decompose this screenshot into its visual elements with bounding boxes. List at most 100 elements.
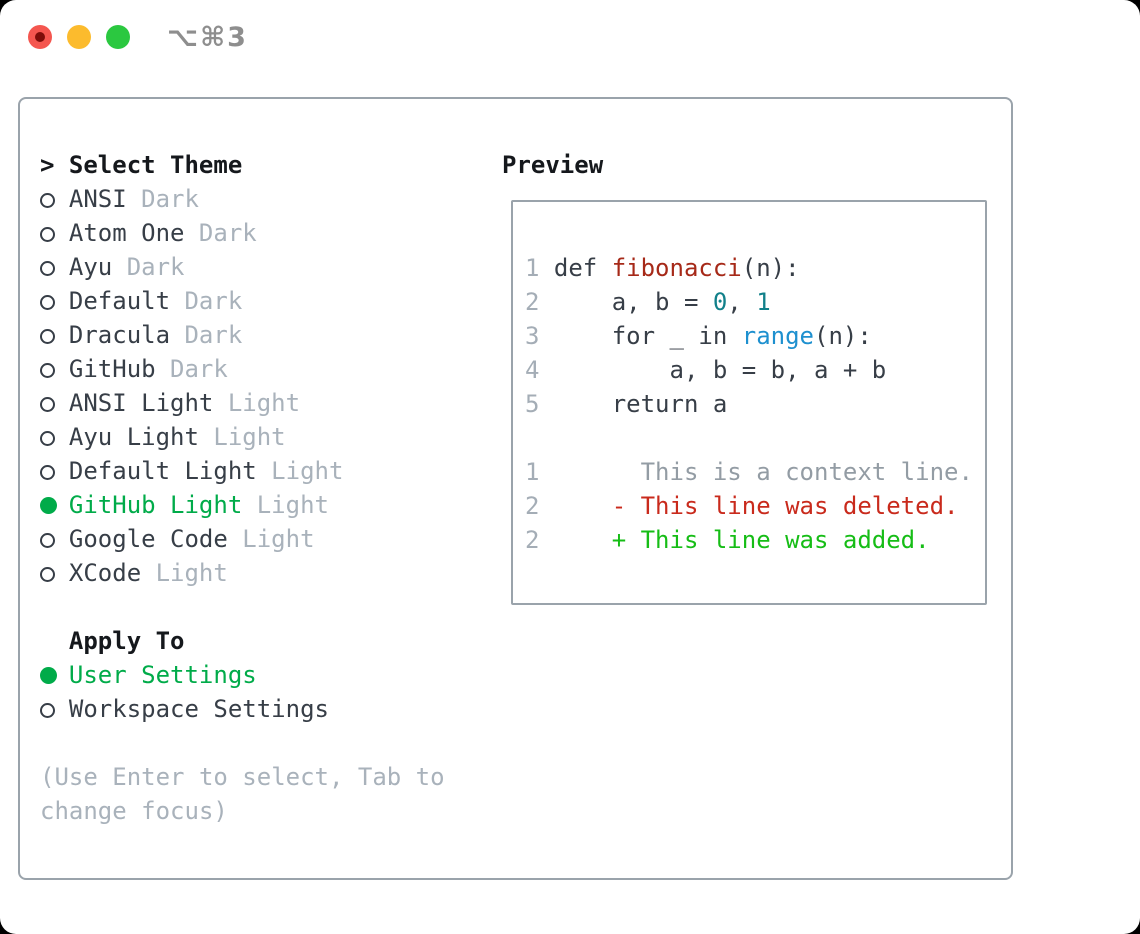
theme-option[interactable]: GitHub Dark [40, 352, 490, 386]
zoom-button[interactable] [106, 25, 130, 49]
code-line: 2 + This line was added. [525, 523, 985, 557]
line-number: 1 [525, 458, 540, 486]
code-line: 4 a, b = b, a + b [525, 353, 985, 387]
minimize-button[interactable] [67, 25, 91, 49]
theme-variant: Dark [170, 355, 228, 383]
theme-variant: Light [155, 559, 228, 587]
code-line: 2 - This line was deleted. [525, 489, 985, 523]
line-number: 1 [525, 254, 540, 282]
theme-variant: Light [242, 525, 315, 553]
code-segment: return a [539, 390, 728, 418]
radio-icon [40, 284, 69, 318]
theme-option[interactable]: Default Dark [40, 284, 490, 318]
code-line: 5 return a [525, 387, 985, 421]
theme-variant: Dark [141, 185, 199, 213]
theme-option[interactable]: ANSI Dark [40, 182, 490, 216]
radio-icon [40, 522, 69, 556]
theme-option[interactable]: Dracula Dark [40, 318, 490, 352]
radio-icon [40, 692, 69, 726]
radio-icon [40, 488, 69, 522]
code-segment: (n): [814, 322, 872, 350]
preview-title: Preview [502, 151, 604, 179]
theme-name: Dracula [68, 321, 171, 349]
radio-icon [40, 658, 69, 692]
radio-icon [40, 352, 69, 386]
code-segment: This is a context line. [539, 458, 973, 486]
radio-icon [40, 454, 69, 488]
preview-pane: Preview 1 def fibonacci(n):2 a, b = 0, 1… [502, 148, 990, 605]
code-segment: a, b = b, a + b [539, 356, 887, 384]
record-dot-icon [35, 32, 45, 42]
apply-to-option[interactable]: Workspace Settings [40, 692, 490, 726]
help-text: (Use Enter to select, Tab to change focu… [40, 763, 445, 825]
apply-to-title: Apply To [68, 627, 185, 655]
theme-option[interactable]: Atom One Dark [40, 216, 490, 250]
code-line: 3 for _ in range(n): [525, 319, 985, 353]
code-segment: - This line was deleted. [539, 492, 959, 520]
theme-variant: Dark [126, 253, 185, 281]
theme-name: Google Code [68, 525, 228, 553]
code-line: 1 This is a context line. [525, 455, 985, 489]
radio-icon [40, 216, 69, 250]
theme-option[interactable]: Ayu Light Light [40, 420, 490, 454]
theme-option[interactable]: XCode Light [40, 556, 490, 590]
code-segment: (n): [741, 254, 800, 282]
code-line: 2 a, b = 0, 1 [525, 285, 985, 319]
line-number: 2 [525, 492, 540, 520]
theme-variant: Dark [184, 321, 243, 349]
window-title: ⌥⌘3 [167, 22, 248, 53]
apply-to-list: User Settings Workspace Settings [40, 658, 490, 726]
theme-variant: Dark [198, 219, 257, 247]
code-segment: for _ in [539, 322, 742, 350]
theme-name: GitHub Light [68, 491, 243, 519]
code-segment: , [727, 288, 757, 316]
line-number: 2 [525, 288, 540, 316]
theme-name: ANSI [68, 185, 127, 213]
close-button[interactable] [28, 25, 52, 49]
prompt-icon: > [40, 151, 55, 179]
theme-name: ANSI Light [68, 389, 214, 417]
radio-icon [40, 182, 69, 216]
theme-option[interactable]: Google Code Light [40, 522, 490, 556]
theme-name: XCode [68, 559, 142, 587]
line-number: 4 [525, 356, 540, 384]
titlebar: ⌥⌘3 [0, 0, 1140, 74]
theme-option[interactable]: GitHub Light Light [40, 488, 490, 522]
line-number: 3 [525, 322, 540, 350]
theme-name: Default Light [68, 457, 257, 485]
radio-icon [40, 250, 69, 284]
line-number: 2 [525, 526, 540, 554]
code-line [525, 421, 985, 455]
theme-name: Ayu Light [68, 423, 199, 451]
theme-name: Default [68, 287, 171, 315]
code-line: 1 def fibonacci(n): [525, 251, 985, 285]
code-segment: 0 [712, 288, 728, 316]
theme-variant: Light [227, 389, 301, 417]
theme-variant: Light [256, 491, 329, 519]
theme-name: GitHub [68, 355, 156, 383]
theme-option[interactable]: ANSI Light Light [40, 386, 490, 420]
theme-variant: Dark [184, 287, 243, 315]
code-segment: + This line was added. [539, 526, 930, 554]
select-theme-header: > Select Theme [40, 148, 490, 182]
radio-icon [40, 420, 69, 454]
code-segment: range [741, 322, 814, 350]
apply-to-name: User Settings [68, 661, 257, 689]
code-segment: 1 [756, 288, 771, 316]
radio-icon [40, 556, 69, 590]
radio-icon [40, 386, 69, 420]
apply-to-option[interactable]: User Settings [40, 658, 490, 692]
apply-to-name: Workspace Settings [68, 695, 329, 723]
radio-icon [40, 318, 69, 352]
select-theme-title: Select Theme [68, 151, 243, 179]
code-segment: def [539, 254, 612, 282]
theme-variant: Light [213, 423, 286, 451]
theme-name: Atom One [68, 219, 185, 247]
